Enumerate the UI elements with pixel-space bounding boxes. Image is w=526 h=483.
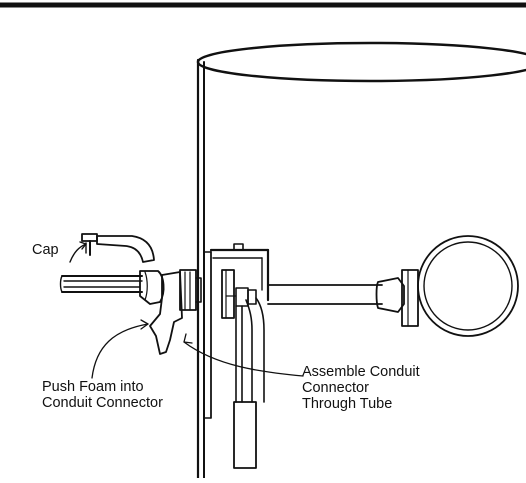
cap-arrow-head	[79, 241, 87, 250]
cap-part	[81, 233, 155, 263]
cap-head	[81, 233, 98, 242]
assemble-label-line1: Assemble Conduit	[302, 364, 420, 380]
assemble-label-line2: Connector	[302, 380, 369, 396]
tank-top-rim	[196, 41, 526, 83]
foam-boot	[139, 270, 165, 305]
probe-tube	[235, 297, 265, 403]
cap-arrow	[69, 243, 87, 263]
conduit-cable	[59, 275, 143, 293]
cap-label: Cap	[32, 242, 59, 258]
push-foam-label-line2: Conduit Connector	[42, 395, 163, 411]
push-foam-leader	[91, 323, 149, 379]
cap-body	[96, 235, 155, 263]
push-foam-label-line1: Push Foam into	[42, 379, 144, 395]
assemble-label-line3: Through Tube	[302, 396, 393, 412]
wall-plate	[203, 251, 212, 419]
gauge-dial-inner	[423, 241, 513, 331]
gauge-dial-outer	[417, 235, 519, 337]
probe-sensor	[233, 401, 257, 469]
mounting-bracket	[209, 243, 270, 419]
connector-nut	[221, 269, 257, 319]
gauge-pipe	[267, 284, 383, 305]
assemble-leader	[183, 341, 304, 377]
conduit-connector	[149, 269, 202, 355]
gauge-fitting	[375, 269, 419, 327]
tank	[196, 41, 526, 480]
